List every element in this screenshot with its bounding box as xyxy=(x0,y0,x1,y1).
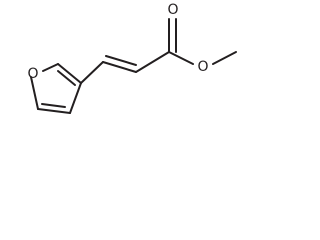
furan-bond-c5-c4 xyxy=(37,108,71,114)
furan-double-bond-c4-c5-inner xyxy=(41,103,66,108)
bond-c3-alkene xyxy=(80,61,104,84)
bonds xyxy=(30,18,237,114)
furan-bond-c2-o1 xyxy=(42,63,59,72)
alkene-double-bond-outer xyxy=(102,61,137,73)
furan-double-bond-c2-c3-inner xyxy=(57,70,76,86)
ester-oxygen-label: O xyxy=(197,59,208,75)
ring-oxygen-label: O xyxy=(27,66,38,82)
structure-canvas: O O O xyxy=(0,0,244,122)
carbonyl-oxygen-label: O xyxy=(167,2,178,18)
bond-alkene-carbonyl xyxy=(135,51,170,73)
structure-diagram: O O O xyxy=(27,2,237,114)
furan-bond-c3-c2 xyxy=(57,63,82,84)
furan-bond-c4-c3 xyxy=(69,82,82,114)
alkene-double-bond-inner xyxy=(105,55,137,66)
bond-ester-o-methyl xyxy=(212,51,237,65)
bond-carbonyl-ester-o xyxy=(168,51,194,65)
furan-bond-o1-c5 xyxy=(30,76,39,110)
